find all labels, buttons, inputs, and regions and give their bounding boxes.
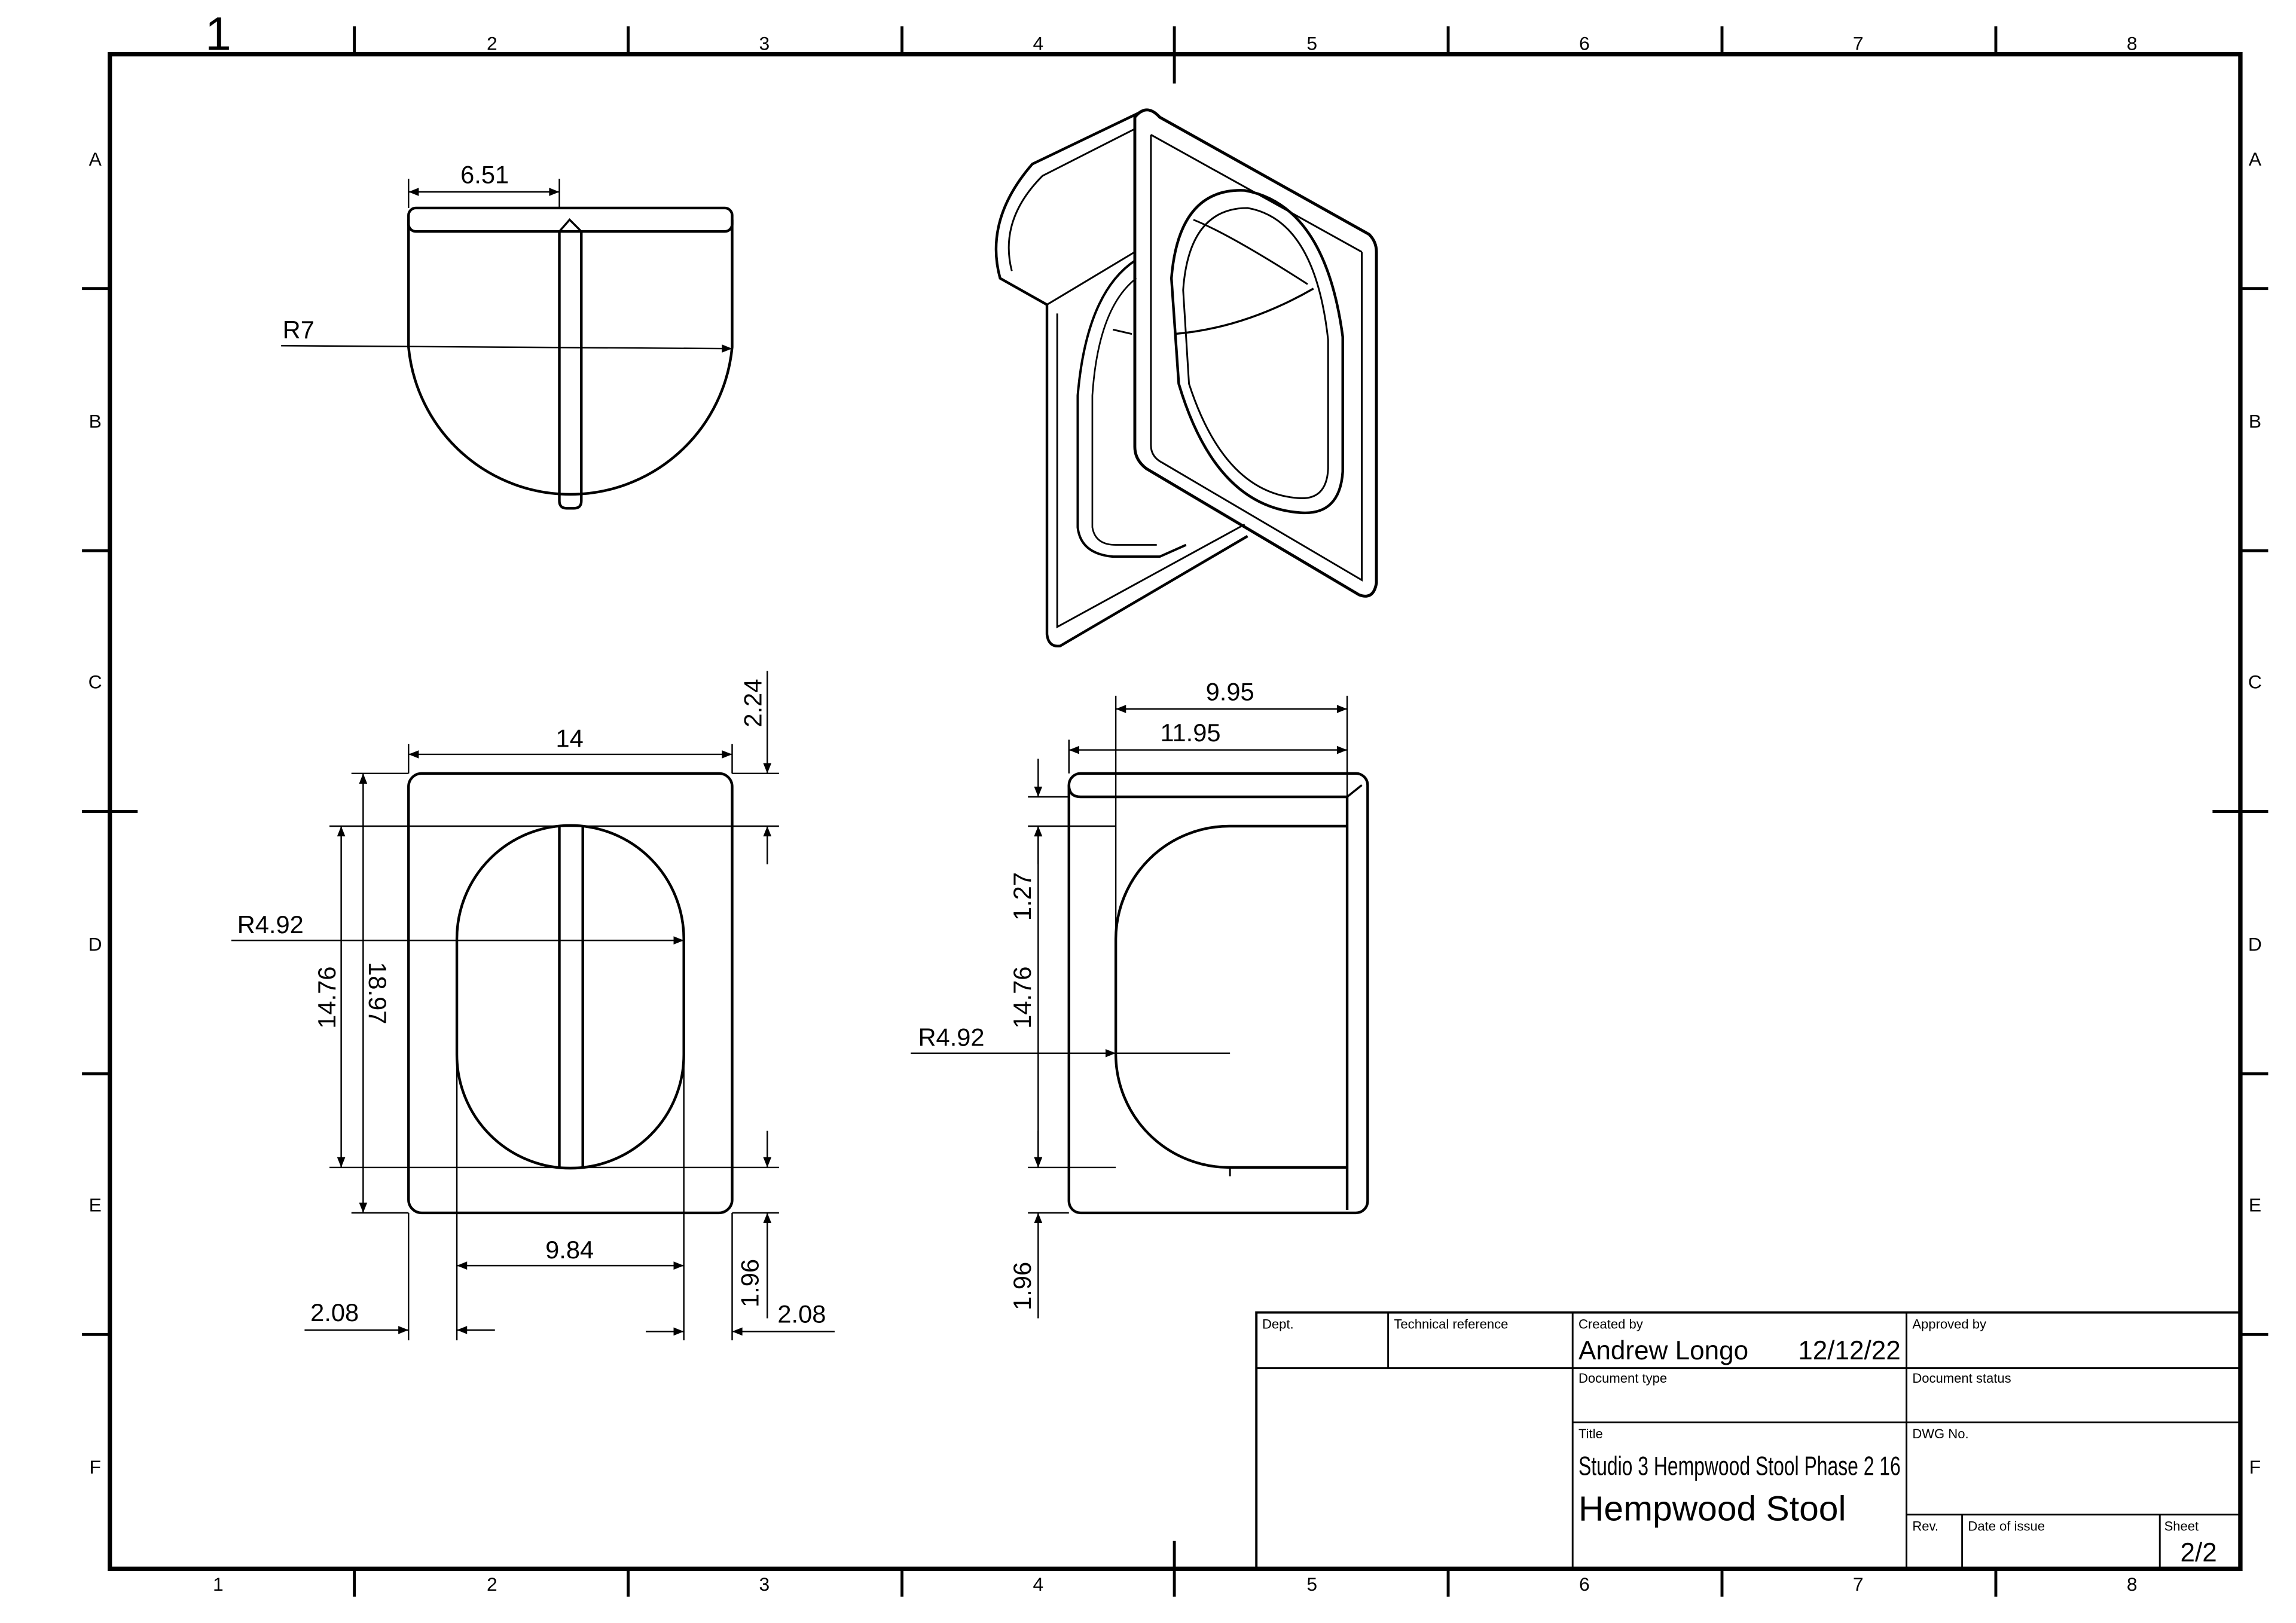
created-by-name: Andrew Longo	[1578, 1336, 1748, 1365]
dim-top-width: 6.51	[460, 160, 509, 188]
col-label-bottom-5: 5	[1306, 1573, 1317, 1595]
dim-front-slot-width: 9.84	[545, 1236, 594, 1264]
col-label-bottom-6: 6	[1579, 1573, 1590, 1595]
col-label-top-1: 1	[205, 7, 231, 60]
row-label-left-c: C	[88, 671, 102, 693]
col-label-top-4: 4	[1033, 32, 1043, 54]
side-view: 9.95 11.95 1.27 14.76 R4.92 1.96	[911, 677, 1369, 1319]
title-label: Title	[1578, 1426, 1603, 1441]
dim-side-radius: R4.92	[918, 1023, 985, 1052]
row-label-right-a: A	[2249, 148, 2262, 170]
dim-front-right-offset: 2.08	[777, 1300, 826, 1328]
dwg-no-label: DWG No.	[1912, 1426, 1968, 1441]
row-label-left-e: E	[89, 1194, 102, 1215]
dim-side-upper-offset: 1.27	[1008, 872, 1036, 921]
front-view: 14 2.24 R4.92 14.76 18.97 9.84 1.96 2.08…	[231, 671, 835, 1341]
sheet-frame	[82, 26, 2268, 1597]
row-label-right-c: C	[2248, 671, 2262, 693]
dim-front-outer-height: 18.97	[364, 962, 392, 1024]
date-of-issue-label: Date of issue	[1968, 1519, 2045, 1534]
dim-front-bottom-offset: 1.96	[736, 1259, 764, 1307]
column-labels: 1 2 3 4 5 6 7 8 1 2 3 4 5 6 7 8	[205, 7, 2137, 1595]
row-label-right-b: B	[2249, 410, 2261, 432]
col-label-top-7: 7	[1853, 32, 1864, 54]
col-label-bottom-7: 7	[1853, 1573, 1864, 1595]
dim-front-radius: R4.92	[237, 910, 304, 939]
dim-front-left-offset: 2.08	[310, 1298, 359, 1326]
dept-label: Dept.	[1262, 1316, 1294, 1331]
document-status-label: Document status	[1912, 1371, 2011, 1386]
col-label-bottom-3: 3	[759, 1573, 770, 1595]
col-label-bottom-2: 2	[487, 1573, 497, 1595]
row-label-left-a: A	[89, 148, 102, 170]
col-label-top-6: 6	[1579, 32, 1590, 54]
isometric-view	[994, 108, 1378, 648]
row-label-right-f: F	[2249, 1456, 2261, 1478]
dim-side-inner-height: 14.76	[1008, 967, 1036, 1029]
row-label-left-f: F	[89, 1456, 100, 1478]
created-by-label: Created by	[1578, 1316, 1643, 1331]
top-view: 6.51 R7	[281, 160, 734, 510]
created-date: 12/12/22	[1798, 1336, 1901, 1365]
tech-ref-label: Technical reference	[1394, 1316, 1508, 1331]
title-line-1: Studio 3 Hempwood Stool Phase 2 16	[1578, 1452, 1901, 1481]
col-label-bottom-4: 4	[1033, 1573, 1043, 1595]
dim-side-top-a: 9.95	[1206, 677, 1254, 705]
approved-by-label: Approved by	[1912, 1316, 1986, 1331]
col-label-top-2: 2	[487, 32, 497, 54]
rev-label: Rev.	[1912, 1519, 1938, 1534]
col-label-top-8: 8	[2127, 32, 2138, 54]
dim-side-bottom-offset: 1.96	[1008, 1262, 1036, 1310]
dim-top-radius: R7	[283, 316, 315, 344]
row-label-right-e: E	[2249, 1194, 2261, 1215]
sheet-value: 2/2	[2180, 1538, 2216, 1567]
dim-front-top-width: 14	[556, 725, 584, 753]
dim-side-top-b: 11.95	[1160, 719, 1220, 747]
row-label-right-d: D	[2248, 933, 2262, 955]
col-label-bottom-1: 1	[213, 1573, 224, 1595]
title-block: Dept. Technical reference Created by And…	[1255, 1311, 2242, 1570]
col-label-top-3: 3	[759, 32, 770, 54]
row-label-left-b: B	[89, 410, 102, 432]
col-label-top-5: 5	[1306, 32, 1317, 54]
row-labels: A B C D E F A B C D E F	[88, 148, 2262, 1478]
document-type-label: Document type	[1578, 1371, 1667, 1386]
row-label-left-d: D	[88, 933, 102, 955]
dim-front-top-offset: 2.24	[738, 679, 767, 728]
col-label-bottom-8: 8	[2127, 1573, 2138, 1595]
dim-front-inner-height: 14.76	[313, 967, 341, 1029]
sheet-label: Sheet	[2164, 1519, 2199, 1534]
title-line-2: Hempwood Stool	[1578, 1489, 1846, 1528]
